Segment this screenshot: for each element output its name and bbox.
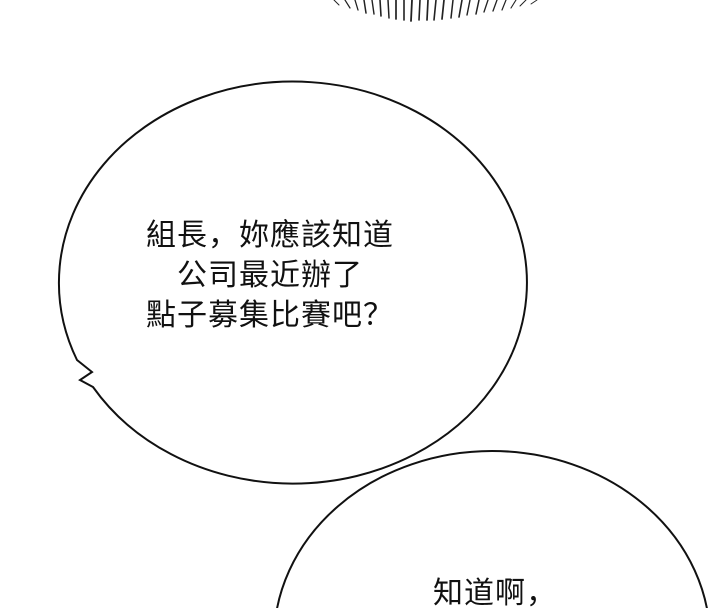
dialogue-line: 組長，妳應該知道	[146, 218, 394, 253]
speech-bubble-1-outline	[57, 80, 528, 485]
dialogue-line: 知道啊，	[433, 576, 557, 611]
dialogue-line: 公司最近辦了	[177, 258, 363, 293]
dialogue-line: 點子募集比賽吧？	[146, 298, 394, 333]
speech-bubble-2-outline	[276, 450, 708, 608]
speed-lines-effect	[333, 0, 538, 22]
speech-bubble-1-text: 組長，妳應該知道 公司最近辦了 點子募集比賽吧？	[140, 216, 400, 336]
speech-bubble-2-text: 知道啊，	[420, 574, 570, 614]
